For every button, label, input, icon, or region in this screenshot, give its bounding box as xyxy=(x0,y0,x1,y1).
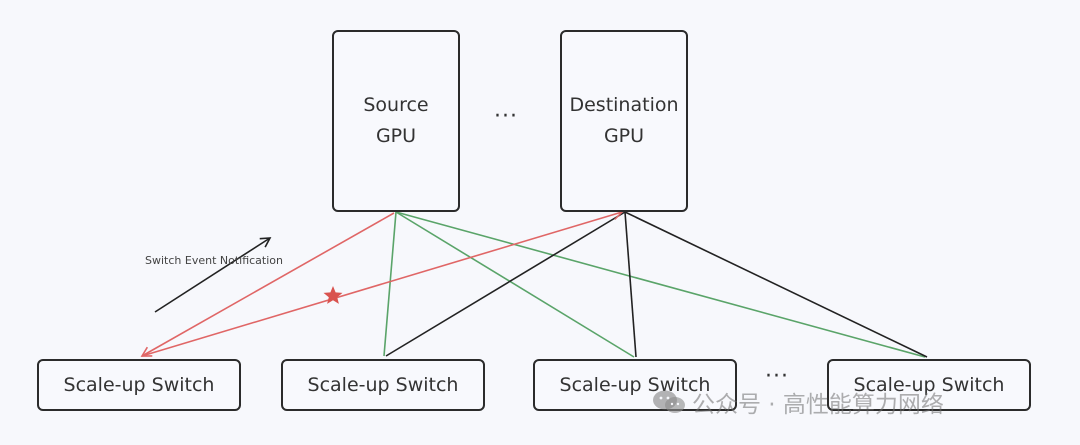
link-source-switch4 xyxy=(395,211,926,358)
watermark-text: 公众号 · 高性能算力网络 xyxy=(692,392,944,418)
switch-ellipsis: ··· xyxy=(765,364,789,389)
scale-up-switch-2: Scale-up Switch xyxy=(281,359,485,411)
reroute-switch1-to-destination xyxy=(141,209,624,357)
wechat-icon xyxy=(653,390,685,413)
source-gpu-label-line2: GPU xyxy=(375,125,417,147)
switch-label: Scale-up Switch xyxy=(559,374,711,396)
scale-up-switch-1: Scale-up Switch xyxy=(37,359,241,411)
watermark: 公众号 · 高性能算力网络 xyxy=(652,385,944,419)
link-destination-switch4 xyxy=(624,211,928,358)
destination-gpu-node: Destination GPU xyxy=(560,30,688,212)
gpu-ellipsis: ··· xyxy=(494,104,518,129)
source-gpu-node: Source GPU xyxy=(332,30,460,212)
switch-label: Scale-up Switch xyxy=(307,374,459,396)
switch-label: Scale-up Switch xyxy=(63,374,215,396)
destination-gpu-label-line1: Destination xyxy=(569,94,679,116)
link-source-switch2 xyxy=(383,211,397,357)
notification-arrow xyxy=(154,237,272,313)
switch-label: Scale-up Switch xyxy=(853,374,1005,396)
reroute-source-to-switch1 xyxy=(140,212,395,357)
link-destination-switch2 xyxy=(385,211,626,357)
source-gpu-label-line1: Source xyxy=(363,94,429,116)
scale-up-switch-4: Scale-up Switch xyxy=(827,359,1031,411)
link-destination-switch3 xyxy=(624,211,637,358)
failure-star-icon xyxy=(323,286,343,304)
destination-gpu-label-line2: GPU xyxy=(603,125,645,147)
switch-event-notification-label: Switch Event Notification xyxy=(145,254,283,267)
scale-up-switch-3: Scale-up Switch xyxy=(533,359,737,411)
link-source-switch3 xyxy=(395,211,635,358)
